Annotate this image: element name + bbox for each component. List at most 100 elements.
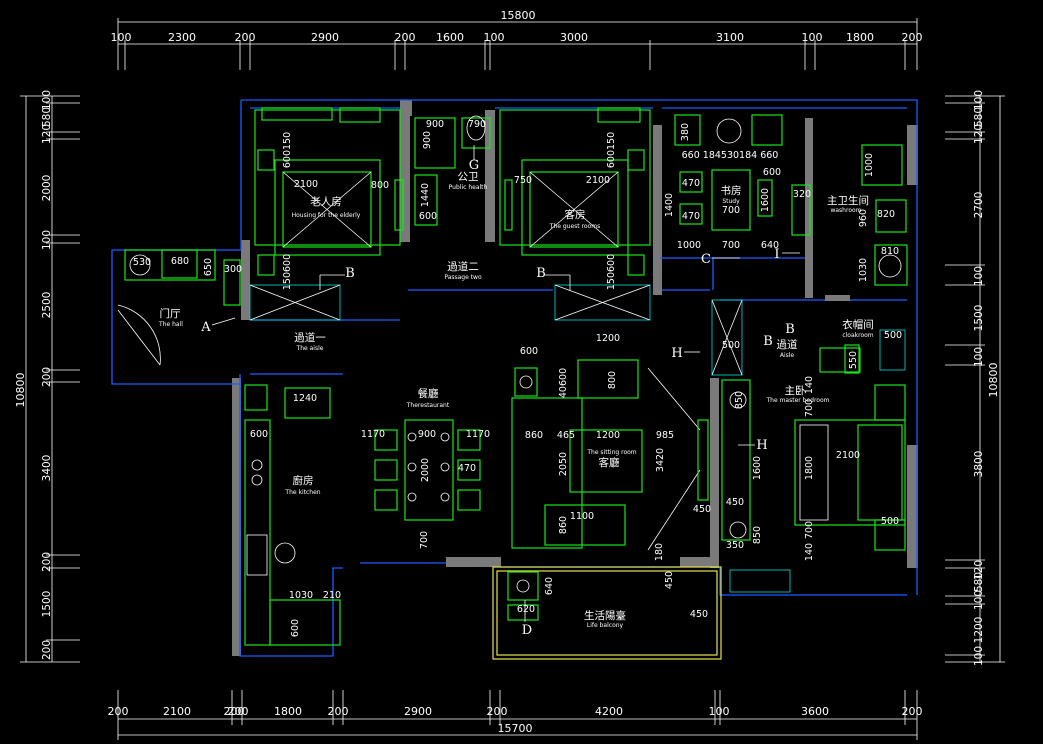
wardrobe: [261, 107, 333, 121]
left-dimension-chain: 100 580 120 2000 100 2500 200 3400 200 1…: [14, 90, 80, 663]
kitchen: 廚房 The kitchen 1240 600 1030 210 600: [244, 384, 341, 646]
bottom-dim: 100: [709, 705, 730, 718]
hall-sub: The hall: [158, 321, 183, 328]
top-dim: 100: [111, 31, 132, 44]
cloakroom: 衣帽间 cloakroom 550 500: [819, 318, 906, 374]
hall-label: 门厅: [160, 307, 181, 320]
dim-label: 470: [682, 178, 700, 189]
bottom-total-dim: 15700: [498, 722, 533, 735]
left-dim: 3400: [41, 455, 53, 482]
top-dim: 2900: [311, 31, 339, 44]
door: [394, 179, 404, 231]
restaurant: 餐廳 Therestaurant 1170 900 1170 2000 470 …: [361, 387, 490, 549]
dim-label: 860: [558, 516, 569, 534]
bed: [274, 159, 381, 256]
dim-label: 600: [250, 429, 268, 440]
dim-label: 700: [804, 399, 815, 417]
guest-room: 客房 The guest rooms 750 2100 1400 600150 …: [499, 107, 675, 321]
top-dim: 200: [395, 31, 416, 44]
dim-label: 180: [654, 543, 665, 561]
nightstand: [627, 254, 645, 276]
dim-label: 1400: [664, 193, 675, 217]
dim-label: 700: [419, 531, 430, 549]
dim-label: 640: [761, 240, 779, 251]
guest-room-sub: The guest rooms: [549, 223, 600, 230]
restaurant-sub: Therestaurant: [406, 402, 450, 409]
coffee-table: [569, 429, 643, 493]
top-dim: 2300: [168, 31, 196, 44]
study: 书房 Study 380 660 184530184 660 470 470 7…: [674, 114, 811, 251]
dim-label: 850: [734, 391, 745, 409]
dim-label: 1030: [858, 258, 869, 282]
dining-table: [404, 419, 454, 521]
aisle1-sub: The aisle: [296, 345, 324, 352]
top-dim: 200: [235, 31, 256, 44]
dim-label: 650: [203, 258, 214, 276]
right-total-dim: 10800: [987, 363, 1000, 398]
top-dim: 100: [484, 31, 505, 44]
elderly-room-label: 老人房: [310, 195, 342, 208]
dim-label: 680: [171, 256, 189, 267]
dim-label: 40600: [558, 368, 569, 398]
dim-label: 500: [722, 340, 740, 351]
master-bath-sub: washroom: [830, 207, 861, 214]
dim-label: 750: [514, 175, 532, 186]
dim-label: 530: [133, 257, 151, 268]
balcony-label: 生活陽臺: [584, 609, 626, 622]
right-dim: 120: [973, 124, 985, 144]
balcony: 生活陽臺 Life balcony 640 620 450 450: [492, 566, 722, 660]
dim-label: 1600: [760, 188, 771, 212]
dim-label: 1600: [752, 456, 763, 480]
counter: [244, 419, 271, 646]
dim-label: 820: [877, 209, 895, 220]
dim-label: 1170: [466, 429, 490, 440]
dim-label: 470: [682, 211, 700, 222]
dim-label: 600150: [282, 132, 293, 168]
dim-label: 860: [525, 430, 543, 441]
dim-label: 660 184530184 660: [682, 150, 779, 161]
dim-label: 210: [323, 590, 341, 601]
section-markers: A B B B B C D G H H I: [200, 145, 800, 638]
tv-cabinet: [697, 419, 709, 501]
left-dim: 2500: [41, 292, 53, 319]
left-dim: 120: [41, 124, 53, 144]
dim-label: 465: [557, 430, 575, 441]
dim-label: 600: [419, 211, 437, 222]
left-dim: 200: [41, 552, 53, 572]
top-dim: 100: [802, 31, 823, 44]
nightstand: [257, 254, 275, 276]
dim-label: 470: [458, 463, 476, 474]
top-dim: 1600: [436, 31, 464, 44]
dim-label: 2050: [558, 452, 569, 476]
dim-label: 800: [371, 180, 389, 191]
aisle2-label: 過道二: [447, 260, 479, 273]
dim-label: 600: [290, 619, 301, 637]
marker-a: A: [200, 320, 211, 335]
dim-label: 850: [752, 526, 763, 544]
sofa: [511, 397, 583, 549]
cloak-label: 衣帽间: [842, 318, 874, 331]
right-dim: 120: [973, 560, 985, 580]
dim-label: 2000: [420, 458, 431, 482]
wardrobe: [249, 284, 341, 321]
elderly-room: 老人房 Housing for the elderly 2100 800 600…: [249, 107, 404, 321]
right-dim: 580: [973, 572, 985, 592]
bottom-dim: 200: [328, 705, 349, 718]
dim-label: 700: [722, 240, 740, 251]
dim-label: 450: [726, 497, 744, 508]
dim-label: 350: [726, 540, 744, 551]
right-dim: 580: [973, 107, 985, 127]
top-dimension-chain: 15800 100 2300 200 2900 200 1600 100 300…: [111, 9, 923, 70]
dim-label: 1200: [596, 333, 620, 344]
dim-label: 150600: [282, 254, 293, 290]
bottom-dim: 2100: [163, 705, 191, 718]
aisle3-label: 過道: [777, 338, 798, 351]
bottom-dimension-chain: 200 2100 200 200 1800 200 2900 200 4200 …: [108, 690, 923, 740]
bottom-dim: 200: [487, 705, 508, 718]
master-bedroom: 主卧 The master bedroom 2100 1800 850 1600…: [693, 376, 906, 593]
dim-label: 500: [881, 516, 899, 527]
dim-label: 1440: [420, 183, 431, 207]
left-dim: 1500: [41, 591, 53, 618]
top-total-dim: 15800: [501, 9, 536, 22]
